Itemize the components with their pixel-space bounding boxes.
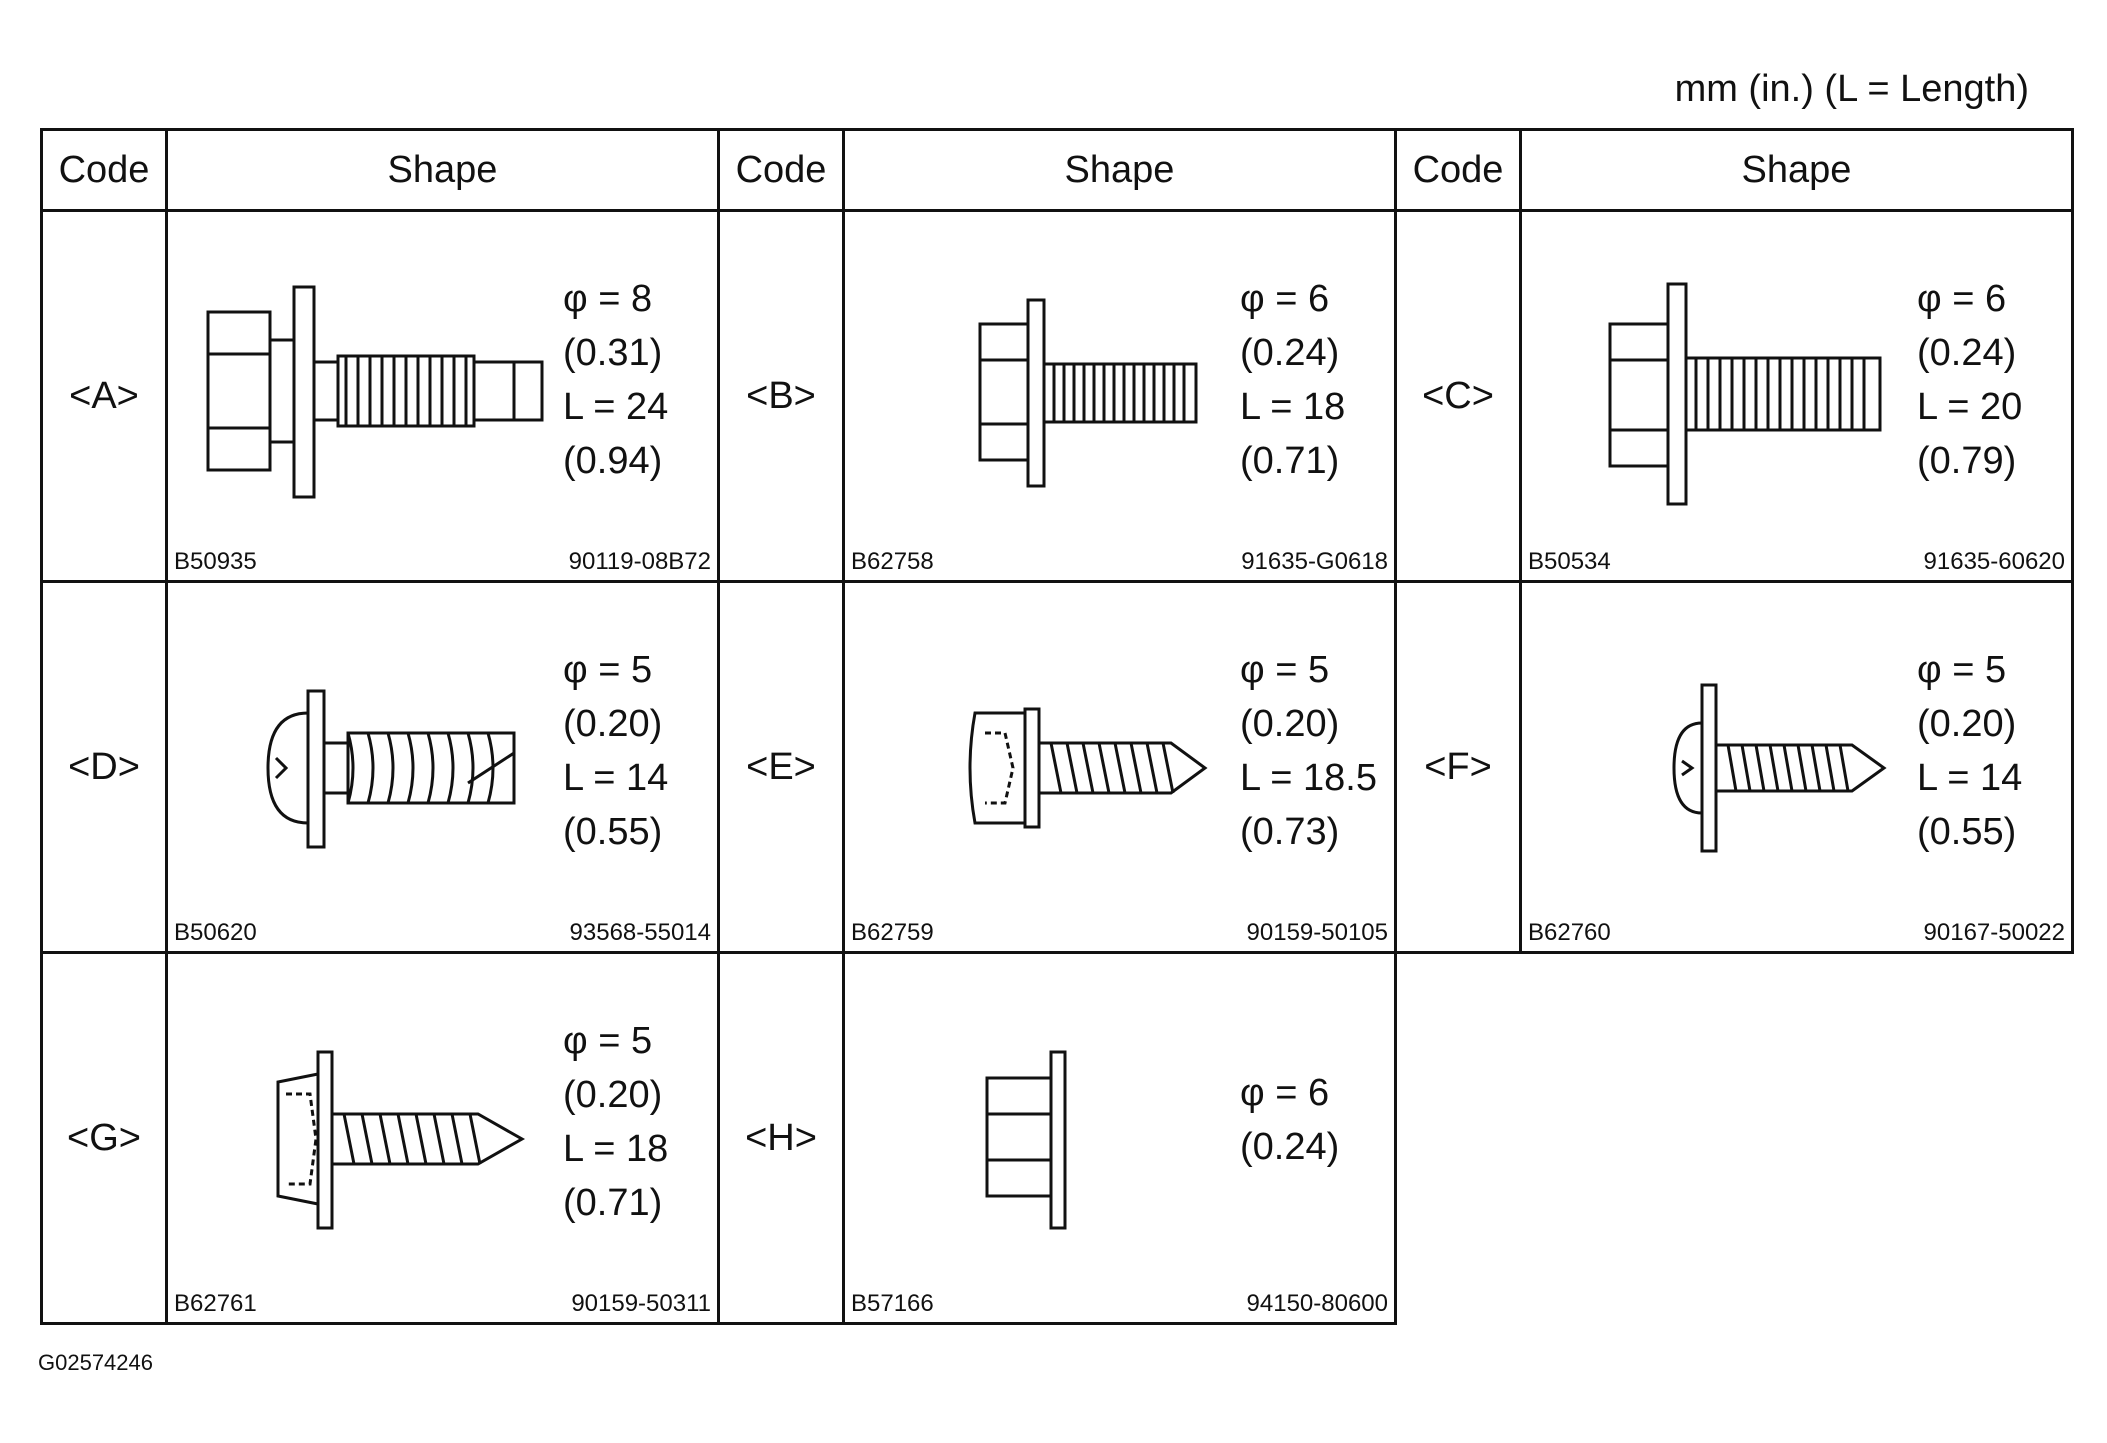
diameter-in: (0.24): [1240, 332, 1340, 374]
diameter-mm: φ = 5: [1917, 649, 2007, 691]
part-shape-cell: φ = 6 (0.24) B57166 94150-80600: [842, 951, 1397, 1325]
diameter-mm: φ = 5: [563, 649, 653, 691]
shape-header: Shape: [165, 128, 720, 212]
part-specs: φ = 5 (0.20) L = 18 (0.71): [563, 1014, 668, 1230]
length-in: (0.71): [563, 1182, 663, 1224]
illustration-id: B62759: [851, 919, 934, 946]
illustration-id: B62758: [851, 548, 934, 575]
diameter-mm: φ = 8: [563, 278, 653, 320]
diameter-in: (0.20): [563, 703, 663, 745]
part-code: <F>: [1394, 580, 1522, 954]
pan-head-tapping-screw-icon: [266, 689, 516, 849]
diameter-mm: φ = 6: [1240, 1072, 1330, 1114]
part-code: <E>: [717, 580, 845, 954]
figure-id: G02574246: [38, 1350, 153, 1375]
part-shape-cell: φ = 5 (0.20) L = 18.5 (0.73) B62759 9015…: [842, 580, 1397, 954]
part-number: 91635-G0618: [1241, 548, 1388, 575]
part-number: 91635-60620: [1923, 548, 2065, 575]
length-mm: L = 24: [563, 386, 669, 428]
part-shape-cell: φ = 5 (0.20) L = 18 (0.71) B62761 90159-…: [165, 951, 720, 1325]
code-header: Code: [40, 128, 168, 212]
flange-nut-icon: [985, 1050, 1067, 1230]
length-mm: L = 14: [563, 757, 669, 799]
hex-flange-bolt-pilot-icon: [206, 285, 544, 499]
diameter-in: (0.20): [1240, 703, 1340, 745]
part-specs: φ = 6 (0.24) L = 18 (0.71): [1240, 272, 1345, 488]
diameter-in: (0.20): [1917, 703, 2017, 745]
part-specs: φ = 6 (0.24): [1240, 1066, 1339, 1174]
part-shape-cell: φ = 6 (0.24) L = 18 (0.71) B62758 91635-…: [842, 209, 1397, 583]
hex-washer-tapping-screw-icon: [968, 707, 1208, 829]
fastener-table: Code Shape Code Shape Code Shape <A>: [40, 128, 2074, 1325]
table-row: <D> φ = 5 (0.20) L = 14 (0.55): [40, 580, 2074, 954]
length-in: (0.55): [563, 811, 663, 853]
length-mm: L = 20: [1917, 386, 2023, 428]
diameter-in: (0.24): [1917, 332, 2017, 374]
part-specs: φ = 5 (0.20) L = 18.5 (0.73): [1240, 643, 1377, 859]
part-code: <A>: [40, 209, 168, 583]
diameter-mm: φ = 6: [1240, 278, 1330, 320]
part-number: 90159-50105: [1246, 919, 1388, 946]
part-shape-cell: φ = 5 (0.20) L = 14 (0.55) B62760 90167-…: [1519, 580, 2074, 954]
illustration-id: B50620: [174, 919, 257, 946]
part-code: <G>: [40, 951, 168, 1325]
part-specs: φ = 8 (0.31) L = 24 (0.94): [563, 272, 668, 488]
diameter-mm: φ = 5: [1240, 649, 1330, 691]
table-row: <G> φ = 5 (0.20) L = 18 (0.71) B62761 90…: [40, 951, 2073, 1325]
illustration-id: B62760: [1528, 919, 1611, 946]
diameter-mm: φ = 5: [563, 1020, 653, 1062]
diameter-in: (0.31): [563, 332, 663, 374]
part-code: <H>: [717, 951, 845, 1325]
length-mm: L = 18: [563, 1128, 669, 1170]
part-specs: φ = 5 (0.20) L = 14 (0.55): [1917, 643, 2022, 859]
part-code: <C>: [1394, 209, 1522, 583]
part-number: 90159-50311: [571, 1290, 711, 1317]
header-row: Code Shape Code Shape Code Shape: [40, 128, 2074, 212]
length-in: (0.94): [563, 440, 663, 482]
part-code: <B>: [717, 209, 845, 583]
empty-cell: [1396, 953, 2073, 1324]
part-specs: φ = 5 (0.20) L = 14 (0.55): [563, 643, 668, 859]
hex-flange-bolt-icon: [978, 298, 1198, 488]
shape-header: Shape: [842, 128, 1397, 212]
part-specs: φ = 6 (0.24) L = 20 (0.79): [1917, 272, 2022, 488]
illustration-id: B50935: [174, 548, 257, 575]
hex-flange-bolt-icon: [1608, 282, 1882, 506]
table-row: <A> φ = 8 (0.31) L = 24: [40, 209, 2074, 583]
shape-header: Shape: [1519, 128, 2074, 212]
part-shape-cell: φ = 5 (0.20) L = 14 (0.55) B50620 93568-…: [165, 580, 720, 954]
length-mm: L = 18: [1240, 386, 1346, 428]
hex-washer-pointed-screw-icon: [276, 1050, 526, 1230]
part-number: 94150-80600: [1246, 1290, 1388, 1317]
length-mm: L = 18.5: [1240, 757, 1377, 799]
part-code: <D>: [40, 580, 168, 954]
illustration-id: B57166: [851, 1290, 934, 1317]
code-header: Code: [717, 128, 845, 212]
length-in: (0.73): [1240, 811, 1340, 853]
part-number: 90119-08B72: [568, 548, 711, 575]
pan-head-pointed-screw-icon: [1672, 683, 1887, 853]
illustration-id: B50534: [1528, 548, 1611, 575]
length-in: (0.79): [1917, 440, 2017, 482]
diameter-mm: φ = 6: [1917, 278, 2007, 320]
illustration-id: B62761: [174, 1290, 257, 1317]
part-shape-cell: φ = 8 (0.31) L = 24 (0.94) B50935 90119-…: [165, 209, 720, 583]
part-number: 93568-55014: [569, 919, 711, 946]
part-number: 90167-50022: [1923, 919, 2065, 946]
part-shape-cell: φ = 6 (0.24) L = 20 (0.79) B50534 91635-…: [1519, 209, 2074, 583]
length-mm: L = 14: [1917, 757, 2023, 799]
units-note: mm (in.) (L = Length): [1674, 68, 2029, 110]
diameter-in: (0.20): [563, 1074, 663, 1116]
length-in: (0.55): [1917, 811, 2017, 853]
length-in: (0.71): [1240, 440, 1340, 482]
diameter-in: (0.24): [1240, 1126, 1340, 1168]
code-header: Code: [1394, 128, 1522, 212]
